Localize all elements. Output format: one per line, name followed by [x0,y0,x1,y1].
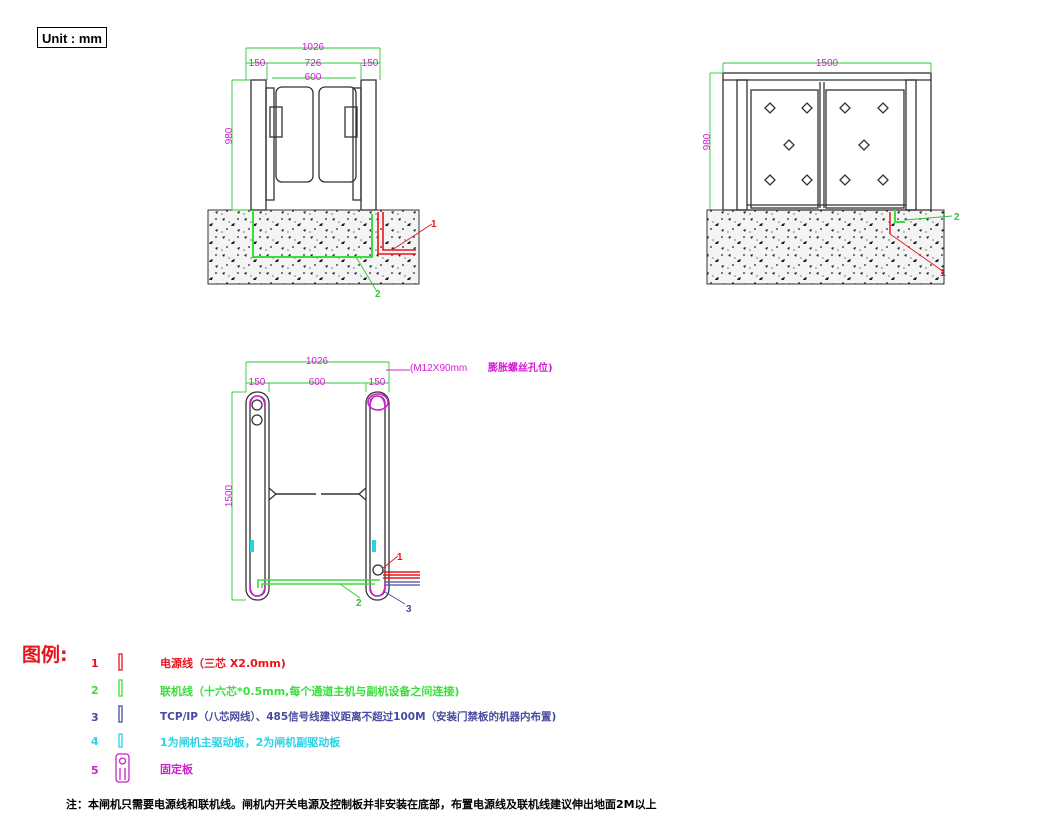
plan-bolt-note-a: (M12X90mm [410,363,467,374]
side-callout-2: 2 [954,212,960,223]
plan-dim-left: 150 [249,377,266,388]
plan-bolt-note-b: 膨胀螺丝孔位) [488,361,553,374]
plan-view: 1026 150 600 150 1500 (M12X90mm 膨胀螺丝孔位) … [224,356,553,615]
side-view: 1500 980 2 1 [702,58,960,285]
plan-dim-length: 1500 [224,484,235,507]
legend-text-5: 固定板 [160,763,193,776]
front-view: 1026 150 726 150 600 980 1 2 [207,42,437,300]
side-callout-1: 1 [940,268,946,279]
legend-text-1: 电源线（三芯 X2.0mm) [160,657,286,670]
fixed-plate-icon [115,753,130,783]
front-dim-left: 150 [249,58,266,69]
front-dim-right: 150 [362,58,379,69]
side-bolt-diamonds [764,102,889,186]
plan-callout-1: 1 [397,552,403,563]
legend-title: 图例: [22,644,68,666]
front-concrete-base [207,209,420,285]
front-callout-2: 2 [375,289,381,300]
plan-callout-3: 3 [406,604,412,615]
front-right-wing [318,86,357,183]
front-dim-height: 980 [224,127,235,144]
front-dim-inner: 600 [305,72,322,83]
power-cable-icon [118,653,123,671]
plan-callout-2: 2 [356,598,362,609]
plan-dim-right: 150 [369,377,386,388]
legend-num-2: 2 [91,684,99,697]
link-cable-icon [118,679,123,697]
front-dim-middle: 726 [305,58,322,69]
front-dim-total: 1026 [302,42,325,53]
legend-num-4: 4 [91,735,99,748]
unit-label: Unit : mm [37,27,107,48]
legend-text-4: 1为闸机主驱动板，2为闸机副驱动板 [160,736,341,749]
legend-text-3: TCP/IP（八芯网线）、485信号线建议距离不超过100M（安装门禁板的机器内… [160,711,557,723]
drive-board-icon [118,733,123,748]
legend-icons [115,653,130,783]
front-callout-1: 1 [431,219,437,230]
front-right-cabinet [344,79,377,211]
legend-num-5: 5 [91,764,99,777]
legend-num-1: 1 [91,657,99,670]
plan-dim-total: 1026 [306,356,329,367]
legend-num-3: 3 [91,711,99,724]
front-left-cabinet [250,79,283,211]
side-dim-width: 1500 [816,58,839,69]
front-left-wing [275,86,314,183]
installation-note: 注：本闸机只需要电源线和联机线。闸机内开关电源及控制板并非安装在底部，布置电源线… [66,798,657,811]
side-dim-height: 980 [702,133,713,150]
legend-text-2: 联机线（十六芯*0.5mm,每个通道主机与副机设备之间连接) [160,685,460,698]
network-cable-icon [118,705,123,723]
plan-dim-inner: 600 [309,377,326,388]
